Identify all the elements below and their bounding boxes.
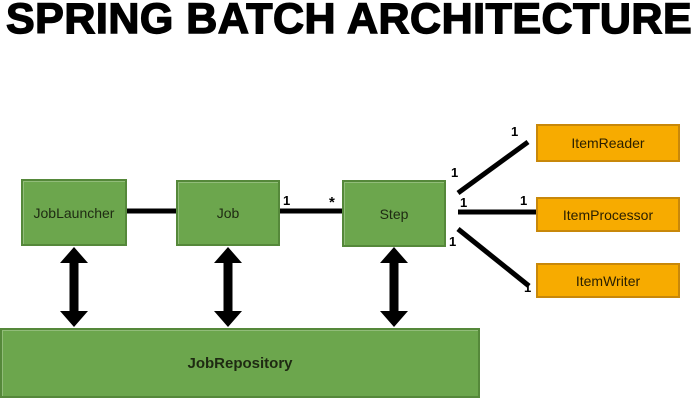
node-step-label: Step [379, 205, 409, 222]
node-itemreader-label: ItemReader [571, 135, 645, 151]
node-jobrepository: JobRepository [0, 328, 480, 398]
node-joblauncher: JobLauncher [21, 179, 127, 246]
node-itemprocessor: ItemProcessor [536, 197, 680, 232]
connector-step-itemwriter [456, 227, 531, 288]
multiplicity-step-reader-near: 1 [451, 165, 459, 180]
node-step: Step [342, 180, 446, 247]
node-job-label: Job [216, 205, 240, 221]
multiplicity-step-reader-far: 1 [511, 124, 519, 139]
multiplicity-step-writer-far: 1 [524, 280, 532, 295]
node-job: Job [176, 180, 280, 246]
multiplicity-step-writer-near: 1 [449, 234, 457, 249]
connector-step-itemreader [456, 139, 530, 196]
double-arrow-step-jobrepository [380, 247, 408, 327]
node-itemwriter: ItemWriter [536, 263, 680, 298]
multiplicity-step-processor-near: 1 [460, 195, 468, 210]
multiplicity-step-processor-far: 1 [520, 193, 528, 208]
node-joblauncher-label: JobLauncher [33, 204, 115, 221]
double-arrow-job-jobrepository [214, 247, 242, 327]
node-itemprocessor-label: ItemProcessor [562, 206, 654, 223]
page-title: SPRING BATCH ARCHITECTURE [5, 0, 693, 44]
node-jobrepository-label: JobRepository [187, 354, 293, 372]
node-itemwriter-label: ItemWriter [575, 272, 641, 289]
double-arrow-joblauncher-jobrepository [60, 247, 88, 327]
multiplicity-job-step-many: * [329, 194, 335, 211]
node-itemreader: ItemReader [536, 124, 680, 162]
multiplicity-job-step-one: 1 [283, 193, 291, 208]
